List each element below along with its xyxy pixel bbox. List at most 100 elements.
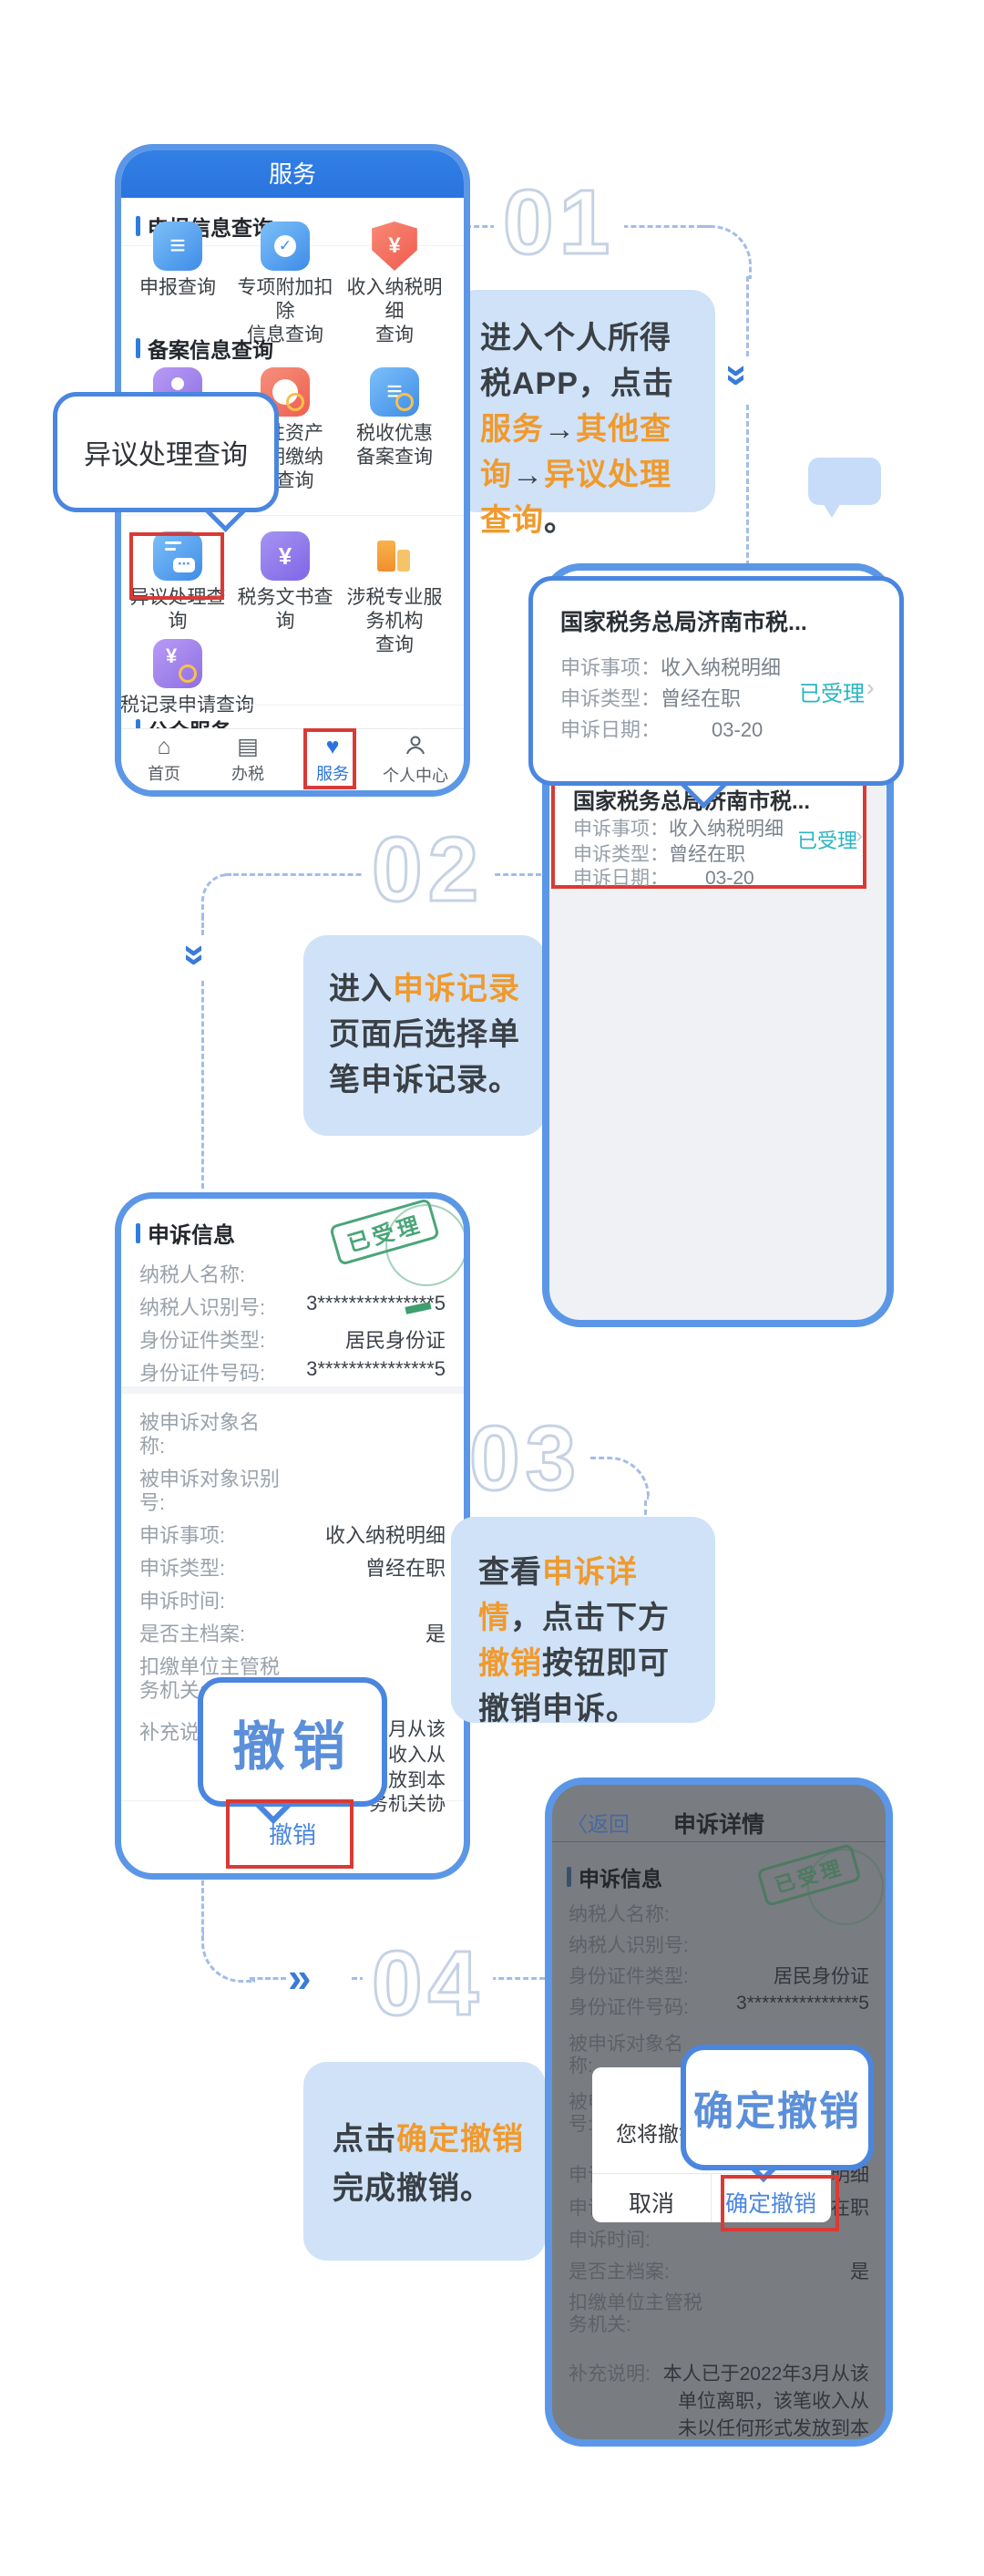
record-field: 申诉事项：收入纳税明细	[573, 819, 784, 840]
tab-bar	[121, 728, 464, 790]
page-title: 服务	[121, 150, 464, 198]
step1-box: 进入个人所得税APP，点击服务→其他查询→异议处理查询。	[453, 290, 715, 538]
arrow-down-icon: »	[716, 364, 762, 387]
yuan-document-icon: ¥	[261, 531, 310, 581]
grid-item-tax-preference[interactable]: ≡ 税收优惠备案查询	[344, 367, 445, 469]
field-label: 被申诉对象识别	[139, 1468, 281, 1490]
field-label: 务机关:	[139, 1679, 206, 1702]
confirm-revoke-button[interactable]: 确定撤销	[724, 2191, 816, 2217]
speech-bubble-tail	[823, 503, 841, 518]
status-badge: 已受理	[797, 829, 858, 852]
callout-revoke-label: 撤销	[231, 1717, 353, 1777]
cancel-button[interactable]: 取消	[628, 2191, 674, 2217]
step4-box: 点击确定撤销完成撤销。	[303, 2062, 546, 2261]
tab-service[interactable]: ♥ 服务	[292, 734, 374, 785]
grid-item-tax-service-agency[interactable]: 涉税专业服务机构查询	[344, 531, 445, 657]
note-line: 单位离职，该笔收入从	[678, 2391, 869, 2412]
callout-confirm-label: 确定撤销	[693, 2089, 861, 2134]
highlight-dispute-query	[129, 532, 224, 600]
field-label: 纳税人识别号:	[569, 1935, 689, 1956]
arrow-down-icon: »	[174, 943, 220, 967]
heart-hands-icon: ♥	[325, 734, 340, 759]
magnifier-icon	[179, 665, 197, 683]
person-icon	[374, 734, 456, 761]
note-line: 本人已于2022年3月从该	[662, 2364, 869, 2385]
grid-item-tax-record-request[interactable]: ¥ 纳税记录申请查询	[121, 639, 255, 717]
record-title: 国家税务总局济南市税...	[560, 610, 807, 635]
field-label: 申诉类型:	[139, 1557, 226, 1580]
step4-text: 点击确定撤销完成撤销。	[333, 2122, 524, 2206]
grid-item-tax-document-query[interactable]: ¥ 税务文书查询	[235, 531, 335, 634]
tab-profile[interactable]: 个人中心	[374, 734, 456, 787]
arrow-right-icon: »	[288, 1953, 312, 2001]
record-field: 申诉事项：收入纳税明细	[560, 656, 782, 679]
connector-step1-v2	[746, 405, 749, 574]
connector-step4-v	[201, 1872, 204, 1932]
section-appeal-info: 申诉信息	[567, 1861, 662, 1892]
field-value: 3***************5	[736, 1993, 869, 2014]
revoke-button[interactable]: 撤销	[268, 1821, 316, 1849]
buildings-icon	[370, 531, 419, 581]
connector-step2-arc	[201, 873, 231, 918]
connector-step4-arc	[201, 1932, 255, 1983]
chevron-right-icon[interactable]: ›	[856, 823, 863, 848]
chat-document-icon: ⋯	[153, 531, 202, 581]
field-label: 身份证件类型:	[139, 1329, 266, 1352]
field-label: 身份证件号码:	[569, 1997, 689, 2018]
callout-record-bubble: 国家税务总局济南市税... 申诉事项：收入纳税明细 申诉类型：曾经在职 申诉日期…	[528, 576, 904, 786]
clipboard-check-icon: ✓	[261, 222, 310, 271]
section-bar	[136, 338, 140, 358]
stamp-ring	[385, 1204, 464, 1286]
field-value: 居民身份证	[344, 1329, 446, 1352]
section-filing-query: 备案信息查询	[136, 333, 273, 364]
connector-step4-h1	[250, 1977, 286, 1980]
field-label: 身份证件类型:	[569, 1966, 689, 1987]
field-label: 纳税人名称:	[139, 1263, 246, 1286]
field-label: 纳税人识别号:	[139, 1296, 266, 1319]
connector-step2-v2	[201, 981, 204, 1189]
magnifier-icon	[286, 393, 304, 411]
field-label: 申诉时间:	[569, 2230, 651, 2251]
tab-home[interactable]: ⌂ 首页	[123, 734, 205, 785]
callout-revoke-bubble: 撤销	[198, 1677, 387, 1807]
connector-step2-v1	[201, 915, 204, 935]
field-label: 身份证件号码:	[139, 1362, 266, 1385]
field-value: 收入纳税明细	[324, 1524, 446, 1547]
field-label: 扣缴单位主管税	[139, 1655, 281, 1678]
step-number-3: 03	[460, 1409, 591, 1508]
field-label: 称:	[569, 2056, 593, 2076]
grid-item-special-deduction[interactable]: ✓ 专项附加扣除信息查询	[235, 222, 335, 347]
step-number-1: 01	[494, 173, 625, 272]
record-card[interactable]: 国家税务总局济南市税... 申诉事项：收入纳税明细 申诉类型：曾经在职 申诉日期…	[551, 770, 866, 889]
field-value: 曾经在职	[364, 1557, 446, 1580]
section-bar	[136, 1222, 140, 1243]
tab-tax[interactable]: ▤ 办税	[207, 734, 289, 785]
callout-menu-label: 异议处理查询	[84, 440, 248, 470]
step2-text: 进入申诉记录页面后选择单笔申诉记录。	[329, 972, 520, 1097]
step-number-4: 04	[363, 1934, 494, 2033]
field-label: 被申诉对象名	[139, 1411, 261, 1434]
highlight-service-tab	[303, 728, 356, 789]
field-value: 3***************5	[306, 1357, 446, 1380]
speech-bubble-icon	[808, 458, 881, 505]
field-label: 称:	[139, 1435, 166, 1458]
divider	[552, 1841, 886, 1842]
phone-service-screen: 服务 申报信息查询 ≡ 申报查询 ✓ 专项附加扣除信息查询 ¥ 收入纳税明细查询…	[115, 144, 470, 797]
field-label: 号:	[569, 2114, 593, 2135]
step3-box: 查看申诉详情，点击下方撤销按钮即可撤销申诉。	[451, 1517, 715, 1726]
page-title: 申诉详情	[672, 1812, 764, 1838]
stamp-ring	[807, 1849, 884, 1925]
back-button[interactable]: 〈返回	[567, 1812, 630, 1836]
step1-text: 进入个人所得税APP，点击服务→其他查询→异议处理查询。	[480, 321, 674, 538]
callout-confirm-bubble: 确定撤销	[681, 2045, 874, 2170]
connector-step1-v1	[746, 276, 749, 356]
field-label: 被申诉对象名	[569, 2034, 683, 2055]
divider	[592, 2173, 831, 2174]
highlight-confirm-button	[721, 2175, 839, 2231]
grid-item-declare-query[interactable]: ≡ 申报查询	[128, 222, 228, 300]
record-field: 申诉类型：曾经在职	[560, 687, 742, 710]
section-bar	[567, 1867, 571, 1887]
shield-yuan-icon: ¥	[372, 222, 417, 271]
grid-item-income-tax-detail[interactable]: ¥ 收入纳税明细查询	[344, 222, 445, 347]
